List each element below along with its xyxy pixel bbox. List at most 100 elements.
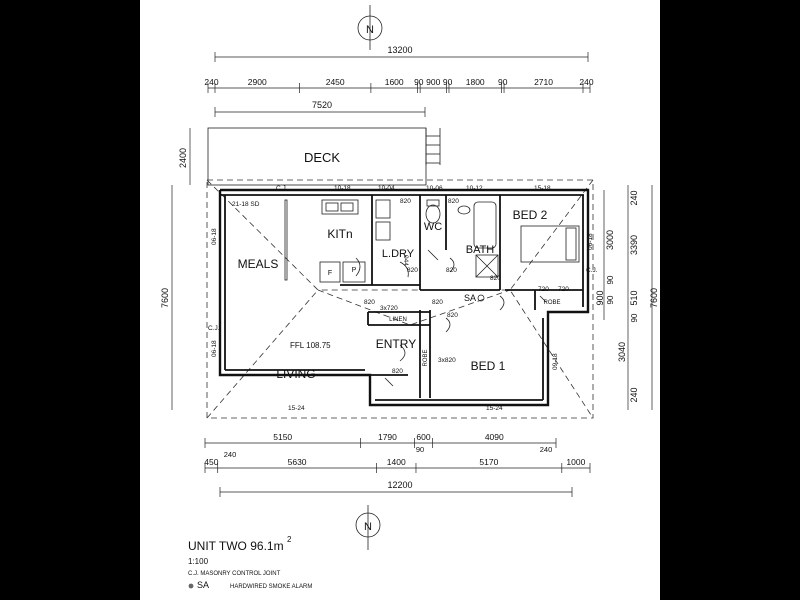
deck: DECK (207, 127, 441, 186)
fixtures (284, 199, 580, 302)
room-bed1: BED 1 (471, 359, 506, 373)
note-robe-820: 3x820 (438, 357, 456, 364)
legend-sa-text: HARDWIRED SMOKE ALARM (230, 584, 312, 590)
note-ffl: FFL 108.75 (290, 341, 331, 350)
note-w1524-living: 15-24 (288, 405, 305, 412)
drawing-title: UNIT TWO 96.1m (188, 539, 284, 553)
note-d820-8: 820 (392, 368, 403, 375)
room-linen: LINEN (389, 317, 407, 323)
room-deck: DECK (304, 150, 340, 165)
note-cj-right: C.J. (586, 267, 598, 274)
dim-bottom-small-label: 90 (416, 445, 424, 454)
room-bath: BATH (466, 244, 495, 256)
note-d820-2: 820 (448, 198, 459, 205)
dim-right-3000: 3000 (605, 230, 615, 250)
note-w1006: 10-06 (426, 185, 443, 192)
room-labels: KITn MEALS L.DRY WC BATH BED 2 ENTRY LIV… (238, 208, 561, 381)
note-d720b: 720 (558, 286, 569, 293)
note-d820-3: 820 (407, 267, 418, 274)
note-d820-5: 820 (364, 299, 375, 306)
note-w0618-left-b: 06-18 (211, 340, 218, 357)
dim-bottom-row1-label: 600 (416, 432, 430, 442)
dim-right-90c: 90 (630, 313, 639, 322)
note-window-sd: 21-18 SD (232, 201, 260, 208)
room-bed2: BED 2 (513, 208, 548, 222)
left-dimensions: 2400 7600 (160, 128, 191, 410)
north-arrow-top: N (357, 5, 383, 50)
kitchen-sink (321, 199, 359, 215)
dim-left-height: 7600 (160, 288, 170, 308)
note-w1018: 10-18 (334, 185, 351, 192)
note-linen-720: 3x720 (380, 305, 398, 312)
doors (355, 249, 547, 387)
note-d820-9: 820 (490, 275, 501, 282)
basin (457, 205, 471, 215)
dim-right-510: 510 (629, 290, 639, 305)
internal-walls (340, 195, 583, 398)
dim-right-3040: 3040 (617, 342, 627, 362)
note-d820-4: 820 (446, 267, 457, 274)
pantry-label: P (352, 267, 357, 274)
note-w1524-bed1: 15-24 (486, 405, 503, 412)
legend-sa-symbol: SA (197, 580, 209, 590)
north-arrow-bottom: N (355, 505, 381, 550)
dim-top-segment-label: 240 (579, 77, 593, 87)
note-smoke-alarm: SA (464, 293, 476, 303)
dim-right-3390: 3390 (629, 235, 639, 255)
laundry-tub (375, 199, 391, 219)
note-w0618-right: 06-18 (587, 233, 594, 250)
dim-overall-bottom: 12200 (387, 480, 412, 490)
dim-top-segment-label: 2450 (326, 77, 345, 87)
room-living: LIVING (276, 367, 315, 381)
window-door-notes: 21-18 SD C.J. 10-18 10-04 10-06 10-12 15… (208, 185, 598, 412)
dim-bottom-row1-label: 4090 (485, 432, 504, 442)
dim-top-segment-label: 1600 (385, 77, 404, 87)
note-d820-6: 820 (432, 299, 443, 306)
right-dimensions: 240 3000 3390 90 900 90 510 90 3040 240 … (595, 185, 659, 410)
dim-right-240a: 240 (629, 190, 639, 205)
note-w1518: 15-18 (534, 185, 551, 192)
dim-top-segment-label: 2900 (248, 77, 267, 87)
room-robe-bed2: ROBE (543, 300, 560, 306)
dim-top-segment-label: 90 (414, 77, 424, 87)
external-walls (218, 188, 590, 407)
dim-overall-top: 13200 (387, 45, 412, 55)
bathtub (473, 201, 497, 249)
dim-right-90b: 90 (606, 295, 615, 304)
dim-deck-depth: 2400 (178, 148, 188, 168)
dim-bottom-small-label: 240 (224, 450, 237, 459)
dim-top-segment-label: 90 (498, 77, 508, 87)
room-meals: MEALS (238, 257, 279, 271)
dim-bottom-small-label: 240 (540, 445, 553, 454)
note-d820-1: 820 (400, 198, 411, 205)
room-laundry: L.DRY (382, 248, 415, 260)
dim-right-90a: 90 (606, 275, 615, 284)
dim-bottom-row1-label: 1790 (378, 432, 397, 442)
dim-right-height: 7600 (649, 288, 659, 308)
dim-top-segment-label: 900 (426, 77, 440, 87)
drawing-scale: 1:100 (188, 557, 209, 566)
note-w0618-left-a: 06-18 (211, 228, 218, 245)
smoke-alarm-icon (477, 294, 485, 302)
dim-bottom-row2-label: 1400 (387, 457, 406, 467)
dim-bottom-row2-label: 5630 (288, 457, 307, 467)
drawing-title-sup: 2 (287, 535, 292, 544)
fridge-label: F (328, 270, 332, 277)
note-d044: 044 (402, 255, 409, 266)
dim-bottom-row1-label: 5150 (273, 432, 292, 442)
room-wc: WC (424, 221, 442, 233)
toilet-icon (425, 204, 441, 224)
title-block: UNIT TWO 96.1m 2 1:100 C.J. MASONRY CONT… (188, 535, 312, 590)
note-cj: C.J. (276, 185, 288, 192)
dim-deck-width: 7520 (312, 100, 332, 110)
pantry (342, 261, 366, 283)
dim-bottom-row2-label: 5170 (479, 457, 498, 467)
legend-cj: C.J. MASONRY CONTROL JOINT (188, 571, 281, 577)
note-d720a: 720 (538, 286, 549, 293)
dim-right-240b: 240 (629, 387, 639, 402)
room-robe-bed1: ROBE (423, 349, 429, 366)
dim-top-segment-label: 2710 (534, 77, 553, 87)
